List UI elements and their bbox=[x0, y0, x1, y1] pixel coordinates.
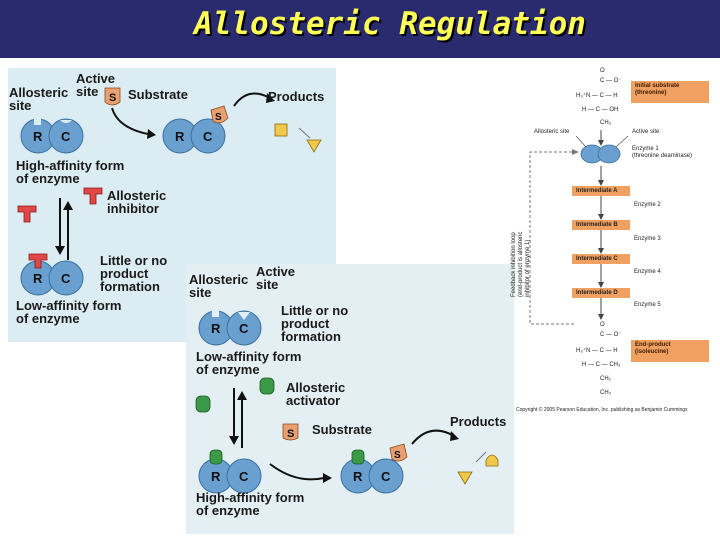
threonine-line3: H₃⁺N — C — H bbox=[576, 93, 618, 99]
products-label: Products bbox=[450, 414, 507, 429]
substrate-label: Substrate bbox=[128, 87, 188, 102]
enzyme-high-affinity: R C bbox=[198, 449, 262, 494]
threonine-structure: O bbox=[600, 68, 605, 74]
little-product-label: Little or no product formation bbox=[100, 253, 168, 294]
intermediate-c-box bbox=[572, 254, 630, 264]
allosteric-site-label: Allosteric site bbox=[9, 85, 69, 113]
threonine-line2: C — O⁻ bbox=[600, 78, 622, 84]
activator-shape-2 bbox=[195, 395, 211, 413]
feedback-pathway-diagram bbox=[529, 81, 709, 362]
threonine-line4: H — C — OH bbox=[582, 107, 619, 113]
enzyme-low-affinity: R C bbox=[20, 253, 84, 296]
end-product-box bbox=[631, 340, 709, 362]
substrate-shape: S bbox=[282, 423, 299, 441]
svg-text:C: C bbox=[381, 469, 391, 484]
enzyme3-label: Enzyme 3 bbox=[634, 236, 661, 242]
r-subunit-label: R bbox=[33, 129, 43, 144]
allosteric-site-label: Allosteric site bbox=[534, 129, 570, 135]
isoleucine-line4: H — C — CH₃ bbox=[582, 362, 621, 368]
svg-text:C: C bbox=[61, 271, 71, 286]
inhibition-panel: R C S R C S bbox=[8, 68, 336, 342]
active-site-label: Active site bbox=[632, 129, 660, 135]
substrate-shape: S bbox=[104, 87, 121, 106]
intermediate-b-box bbox=[572, 220, 630, 230]
isoleucine-line3: H₃⁺N — C — H bbox=[576, 348, 618, 354]
c-subunit-label: C bbox=[61, 129, 71, 144]
high-affinity-label: High-affinity form of enzyme bbox=[16, 158, 125, 186]
feedback-loop-line bbox=[529, 151, 574, 325]
intermediate-b-label: Intermediate B bbox=[576, 222, 618, 228]
enzyme-high-affinity: R C bbox=[20, 117, 84, 154]
enzyme-substrate-complex: R C S bbox=[162, 105, 229, 154]
product-blob bbox=[485, 454, 499, 467]
active-site-label: Active site bbox=[76, 71, 116, 99]
allosteric-activator-label: Allosteric activator bbox=[286, 380, 346, 408]
isoleucine-line5: CH₂ bbox=[600, 376, 611, 382]
svg-text:S: S bbox=[394, 450, 401, 461]
activation-diagram: R C S R C S R bbox=[195, 309, 499, 494]
svg-text:S: S bbox=[287, 428, 294, 440]
svg-text:R: R bbox=[175, 129, 185, 144]
low-affinity-label: Low-affinity form of enzyme bbox=[196, 349, 302, 377]
end-product-label: End-product (isoleucine) bbox=[635, 342, 671, 355]
initial-substrate-box bbox=[631, 81, 709, 103]
slide-title: Allosteric Regulation bbox=[194, 6, 586, 42]
feedback-panel: O C — O⁻ H₃⁺N — C — H H — C — OH CH₃ Ini… bbox=[511, 64, 715, 420]
intermediate-a-label: Intermediate A bbox=[576, 188, 618, 194]
isoleucine-line1: O bbox=[600, 322, 605, 328]
substrate-label: Substrate bbox=[312, 422, 372, 437]
svg-text:R: R bbox=[353, 469, 363, 484]
svg-text:C: C bbox=[203, 129, 213, 144]
enzyme5-label: Enzyme 5 bbox=[634, 302, 661, 308]
products-label: Products bbox=[268, 89, 325, 104]
high-affinity-label: High-affinity form of enzyme bbox=[196, 490, 305, 518]
enzyme1-label: Enzyme 1 (threonine deaminase) bbox=[632, 146, 693, 159]
activation-panel: R C S R C S R bbox=[186, 264, 514, 534]
active-site-label: Active site bbox=[256, 264, 296, 292]
binding-arrow bbox=[111, 107, 149, 135]
svg-text:R: R bbox=[211, 469, 221, 484]
intermediate-a-box bbox=[572, 186, 630, 196]
intermediate-d-box bbox=[572, 288, 630, 298]
copyright-text: Copyright © 2005 Pearson Education, Inc.… bbox=[516, 407, 688, 413]
product-triangle bbox=[457, 471, 473, 485]
product-triangle bbox=[306, 139, 322, 153]
svg-text:S: S bbox=[215, 112, 222, 123]
activator-shape bbox=[259, 377, 275, 395]
svg-text:R: R bbox=[33, 271, 43, 286]
enzyme-low-affinity: R C bbox=[198, 309, 262, 346]
title-bar bbox=[0, 0, 720, 58]
inhibitor-shape bbox=[17, 187, 103, 223]
binding-arrow bbox=[269, 463, 325, 481]
svg-text:C: C bbox=[239, 321, 249, 336]
threonine-line5: CH₃ bbox=[600, 120, 612, 126]
initial-substrate-label: Initial substrate (threonine) bbox=[635, 83, 680, 96]
inhibition-diagram: R C S R C S bbox=[17, 87, 322, 296]
isoleucine-line6: CH₃ bbox=[600, 390, 612, 396]
product-arrow bbox=[411, 429, 455, 445]
enzyme1-shape bbox=[580, 144, 621, 164]
allosteric-inhibitor-label: Allosteric inhibitor bbox=[107, 188, 167, 216]
allosteric-site-label: Allosteric site bbox=[189, 272, 249, 300]
svg-text:C: C bbox=[239, 469, 249, 484]
enzyme2-label: Enzyme 2 bbox=[634, 202, 661, 208]
substrate-letter: S bbox=[109, 92, 116, 104]
enzyme4-label: Enzyme 4 bbox=[634, 269, 661, 275]
product-arrow bbox=[233, 92, 271, 107]
product-square bbox=[274, 123, 288, 137]
intermediate-c-label: Intermediate C bbox=[576, 256, 618, 262]
enzyme-substrate-complex: S R C bbox=[340, 443, 408, 494]
feedback-loop-label: Feedback inhibition loop (end-product is… bbox=[511, 231, 531, 297]
intermediate-d-label: Intermediate D bbox=[576, 290, 618, 296]
low-affinity-label: Low-affinity form of enzyme bbox=[16, 298, 122, 326]
svg-text:R: R bbox=[211, 321, 221, 336]
little-product-label: Little or no product formation bbox=[281, 303, 349, 344]
isoleucine-line2: C — O⁻ bbox=[600, 332, 622, 338]
